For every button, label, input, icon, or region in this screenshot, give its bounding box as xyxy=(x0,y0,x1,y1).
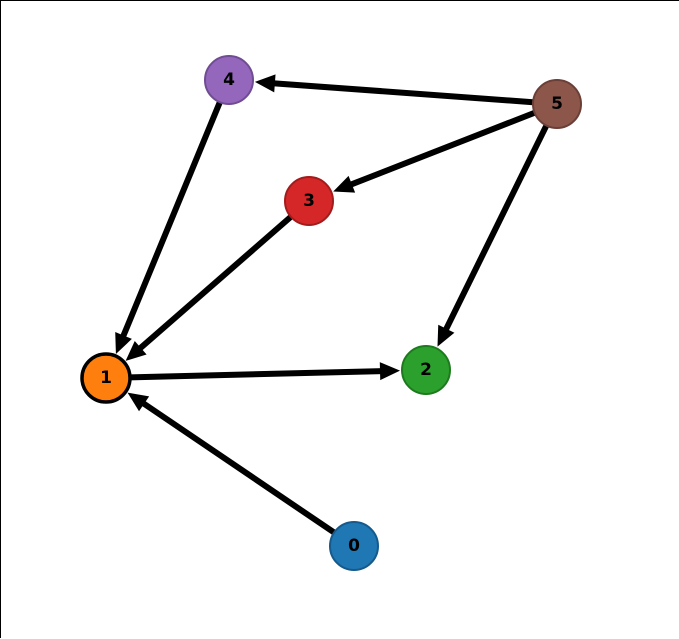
node-circle[interactable] xyxy=(80,352,132,404)
edge-line xyxy=(129,368,383,381)
arrowhead-icon xyxy=(437,324,455,347)
node-4[interactable]: 4 xyxy=(204,55,254,105)
arrowhead-icon xyxy=(333,175,356,193)
edge-5-to-2 xyxy=(437,124,550,347)
node-label: 0 xyxy=(348,536,360,556)
arrowhead-icon xyxy=(125,340,147,361)
node-0[interactable]: 0 xyxy=(329,521,379,571)
edges-layer xyxy=(115,74,550,536)
node-circle[interactable] xyxy=(329,521,379,571)
edge-line xyxy=(137,214,293,352)
node-circle[interactable] xyxy=(284,176,334,226)
node-label: 1 xyxy=(100,368,112,388)
node-circle[interactable] xyxy=(532,79,582,129)
arrowhead-icon xyxy=(115,332,132,354)
node-label: 5 xyxy=(551,94,563,114)
node-label: 3 xyxy=(303,191,315,211)
node-3[interactable]: 3 xyxy=(284,176,334,226)
node-2[interactable]: 2 xyxy=(401,345,451,395)
node-circle[interactable] xyxy=(401,345,451,395)
edge-line xyxy=(140,400,336,536)
edge-3-to-1 xyxy=(125,214,293,361)
edge-line xyxy=(120,101,223,339)
nodes-layer: 0 1 2 3 4 5 xyxy=(80,55,582,571)
edge-line xyxy=(348,109,536,188)
edge-5-to-3 xyxy=(333,109,536,193)
edge-1-to-2 xyxy=(129,362,401,381)
node-5[interactable]: 5 xyxy=(532,79,582,129)
arrowhead-icon xyxy=(127,392,150,412)
edge-4-to-1 xyxy=(115,101,223,354)
arrowhead-icon xyxy=(254,74,276,93)
arrowhead-icon xyxy=(379,362,401,381)
edge-line xyxy=(442,124,550,332)
node-label: 2 xyxy=(420,360,432,380)
edge-0-to-1 xyxy=(127,392,336,536)
edge-5-to-4 xyxy=(254,74,534,106)
node-label: 4 xyxy=(223,70,235,90)
edge-line xyxy=(272,80,534,106)
node-1[interactable]: 1 xyxy=(80,352,132,404)
node-circle[interactable] xyxy=(204,55,254,105)
